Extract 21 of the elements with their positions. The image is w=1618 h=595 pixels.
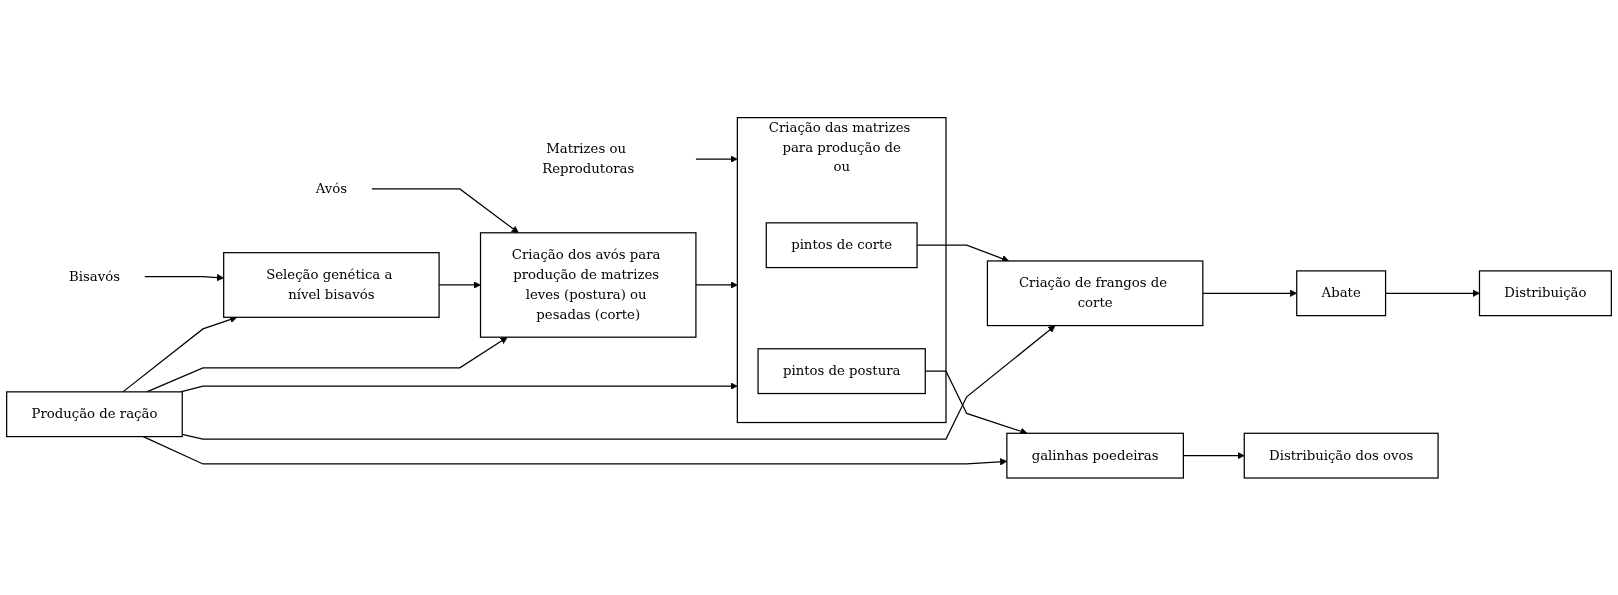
node-box: pintos de postura — [757, 347, 926, 394]
arrow — [180, 382, 738, 393]
node-text: Matrizes ou Reprodutoras — [542, 140, 635, 177]
node-box: Criação de frangos de corte — [986, 260, 1204, 326]
node-box: Distribuição — [1478, 269, 1612, 316]
arrow — [695, 155, 738, 163]
arrow — [144, 273, 224, 281]
node-box: Distribuição dos ovos — [1243, 432, 1439, 479]
arrow — [181, 324, 1056, 440]
arrow — [695, 281, 738, 289]
arrow — [122, 315, 238, 393]
node-text: Bisavós — [68, 268, 120, 284]
node-box: Seleção genética a nível bisavós — [223, 251, 440, 318]
node-box: Criação dos avós para produção de matrizes leves (postura) ou pesadas (corte) — [479, 231, 697, 338]
arrow — [146, 336, 508, 393]
node-text: Avós — [315, 180, 348, 197]
node-box: galinhas poedeiras — [1006, 432, 1184, 479]
node-box: pintos de corte — [765, 221, 918, 268]
node-box: Abate — [1296, 269, 1387, 316]
node-box: Produção de ração — [6, 390, 183, 437]
arrow — [371, 187, 519, 233]
